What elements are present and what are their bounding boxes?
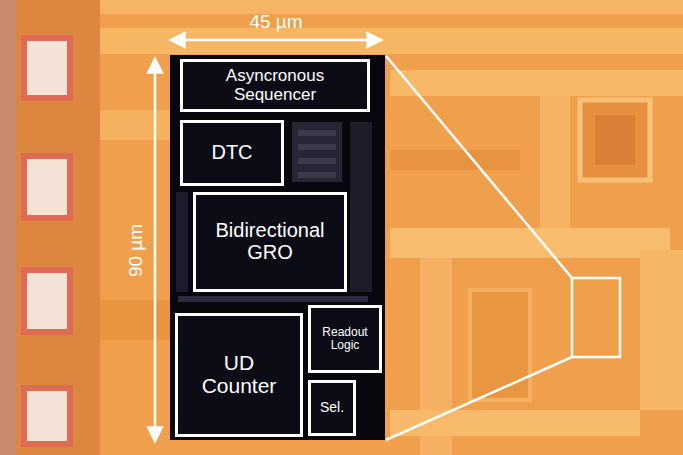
layout-block: Bidirectional GRO	[193, 192, 347, 292]
layout-block: UD Counter	[175, 313, 303, 437]
dimension-label: 45 µm	[249, 12, 302, 31]
dimension-label: 90 µm	[127, 223, 146, 276]
dimension-arrows	[155, 40, 382, 442]
layout-inset	[170, 55, 385, 440]
bond-pads	[24, 38, 70, 444]
pad-ring	[0, 0, 100, 455]
block-label: Asyncronous Sequencer	[205, 67, 345, 104]
block-label: Sel.	[320, 400, 344, 415]
pad-ring-edge	[0, 0, 16, 455]
layout-block: Asyncronous Sequencer	[180, 59, 370, 112]
layout-block: DTC	[180, 120, 284, 186]
layout-block: Sel.	[308, 380, 356, 436]
metal-structures	[100, 70, 683, 455]
block-label: Bidirectional GRO	[204, 220, 336, 263]
zoom-lines	[386, 56, 620, 440]
block-label: DTC	[211, 142, 252, 164]
layout-block: Readout Logic	[308, 305, 382, 373]
block-label: Readout Logic	[316, 326, 374, 352]
block-label: UD Counter	[191, 352, 287, 397]
metal-trace	[0, 0, 683, 14]
metal-trace	[100, 28, 683, 54]
